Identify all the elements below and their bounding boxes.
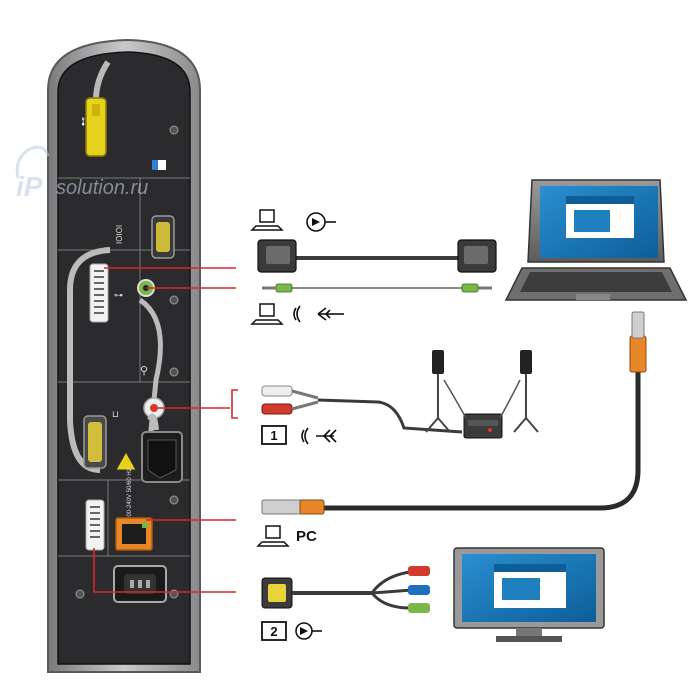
speakers (425, 350, 539, 439)
watermark: iP solution.ru (15, 145, 148, 202)
monitor-illustration (453, 547, 605, 642)
svg-text:2: 2 (270, 624, 277, 639)
lan-cable (261, 311, 647, 515)
serial-port-label: IOIOI (115, 225, 124, 244)
dvi-cable (257, 239, 497, 273)
callout-lines (93, 267, 238, 593)
svg-text:⊶: ⊶ (114, 291, 123, 301)
svg-text:⊏: ⊏ (111, 410, 121, 418)
audio-cable (262, 283, 492, 293)
audio-waves-icon (301, 427, 337, 445)
svg-text:solution.ru: solution.ru (56, 177, 148, 199)
component-video-icon (295, 622, 322, 640)
svg-text:iP: iP (16, 171, 43, 202)
audio-in-icon (293, 305, 344, 323)
component-video-cable (261, 566, 430, 613)
device-back-panel: ⊷ IOIOI ⊶ ⚲ ⊏ (47, 38, 201, 673)
pc-label: PC (296, 528, 317, 545)
svg-text:⚲: ⚲ (140, 364, 148, 377)
laptop-illustration (504, 179, 688, 301)
svg-text:⊷: ⊷ (78, 117, 88, 126)
laptop-icon (250, 209, 284, 231)
power-rating-label: 100-240V 50/60 Hz (127, 468, 133, 520)
audio-out-icon (306, 212, 336, 232)
pc-icon (256, 525, 290, 547)
svg-text:1: 1 (270, 428, 277, 443)
video-output-number-box: 2 (261, 621, 287, 641)
laptop-icon (250, 303, 284, 325)
audio-output-number-box: 1 (261, 425, 287, 445)
rca-speaker-cable (261, 385, 463, 434)
